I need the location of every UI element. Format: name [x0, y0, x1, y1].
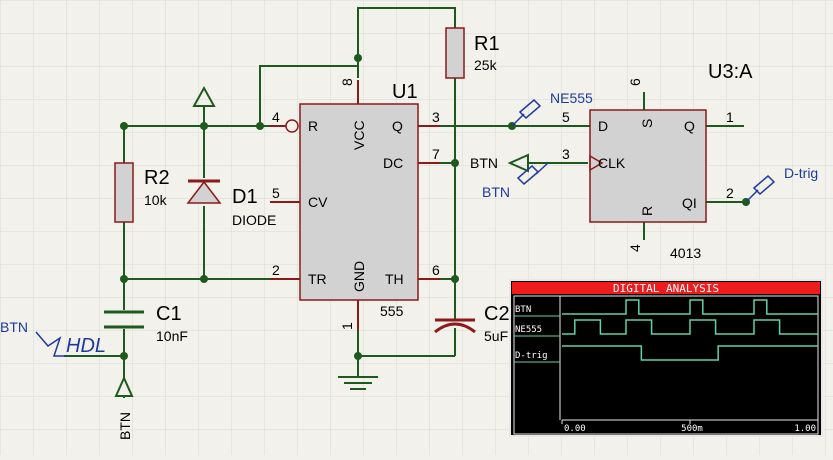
- u1-type: 555: [380, 303, 404, 319]
- probe-ne555[interactable]: NE555: [511, 90, 593, 127]
- u1-pin3-num: 3: [432, 109, 440, 125]
- trace-label: D-trig: [515, 351, 548, 361]
- r1-resistor[interactable]: R1 25k: [445, 27, 500, 79]
- u1-pin-label-cv: CV: [308, 194, 328, 210]
- probe-ne555-label: NE555: [550, 90, 593, 106]
- d1-ref: D1: [232, 186, 258, 208]
- u1-pin7-num: 7: [432, 146, 440, 162]
- graph-title: DIGITAL ANALYSIS: [613, 282, 719, 295]
- trace-d-trig: [562, 345, 818, 361]
- u1-pin2-num: 2: [272, 262, 280, 278]
- u1-pin-label-r: R: [308, 118, 318, 134]
- probe-arrow-icon: [752, 174, 776, 196]
- probe-arrow-icon: [516, 164, 540, 186]
- r1-ref: R1: [474, 33, 500, 55]
- u1-pin-label-dc: DC: [383, 155, 403, 171]
- hdl-generator-btn[interactable]: BTN HDL: [0, 319, 106, 357]
- input-terminal-icon: [507, 153, 529, 173]
- u1-pin5-num: 5: [272, 185, 280, 201]
- u3-pin1-num: 1: [726, 109, 734, 125]
- c1-value: 10nF: [156, 328, 188, 344]
- reset-inverter-bubble: [285, 119, 299, 133]
- btn-terminal-bottom[interactable]: BTN: [114, 375, 134, 440]
- u3-pin2-num: 2: [726, 185, 734, 201]
- probe-dtrig[interactable]: D-trig: [745, 165, 818, 203]
- c2-capacitor[interactable]: C2 5uF: [434, 303, 510, 344]
- u1-pin-label-vcc: VCC: [351, 120, 367, 150]
- u1-555-timer[interactable]: U1 555 4 5 2 3 7 6 8 1 R CV TR Q DC TH V…: [270, 78, 440, 330]
- u3-pin6-num: 6: [627, 78, 643, 86]
- u3-pin5-num: 5: [562, 109, 570, 125]
- trace-label: BTN: [515, 305, 531, 315]
- btn-bottom-label: BTN: [117, 412, 133, 440]
- u3-pin-label-d: D: [598, 118, 608, 134]
- u3-pin-label-qi: QI: [682, 195, 697, 211]
- u3-pin-label-clk: CLK: [598, 155, 626, 171]
- u1-pin4-num: 4: [272, 109, 280, 125]
- u3-ref: U3:A: [708, 61, 753, 83]
- x-tick-label: 500m: [681, 424, 703, 434]
- trace-label: NE555: [515, 325, 542, 335]
- r2-resistor[interactable]: R2 10k: [114, 162, 170, 223]
- r1-value: 25k: [474, 57, 498, 73]
- generator-icon: [35, 331, 66, 357]
- d1-top-terminal-icon: [192, 85, 216, 107]
- generator-type-label: HDL: [66, 335, 106, 357]
- u3-pin-label-q: Q: [684, 118, 695, 134]
- trace-ne555: [562, 319, 818, 335]
- btn-terminal-right[interactable]: BTN BTN: [470, 153, 549, 200]
- u3-type: 4013: [670, 245, 701, 261]
- u1-pin6-num: 6: [432, 262, 440, 278]
- x-tick-label: 0.00: [564, 424, 586, 434]
- u3-pin-label-r: R: [639, 206, 655, 216]
- u3-4013-flipflop[interactable]: U3:A 4013 5 3 1 2 6 4 D CLK Q QI S R: [562, 61, 753, 261]
- x-axis-ticks: 0.00 500m 1.00: [561, 419, 819, 434]
- c1-capacitor[interactable]: C1 10nF: [104, 303, 188, 344]
- btn-terminal-label: BTN: [470, 155, 498, 171]
- d1-diode[interactable]: D1 DIODE: [186, 179, 276, 228]
- clk-edge-icon: [589, 154, 604, 172]
- c2-ref: C2: [484, 303, 510, 325]
- ground-symbol: [338, 376, 378, 390]
- r2-ref: R2: [144, 167, 170, 189]
- u1-pin-label-q: Q: [392, 118, 403, 134]
- u1-pin1-num: 1: [339, 322, 355, 330]
- u3-pin3-num: 3: [562, 146, 570, 162]
- trace-btn: [562, 299, 818, 315]
- junction-dots: [120, 54, 750, 360]
- u1-pin-label-th: TH: [385, 271, 404, 287]
- probe-dtrig-label: D-trig: [784, 165, 818, 181]
- u3-pin4-num: 4: [627, 244, 643, 252]
- u1-pin8-num: 8: [339, 78, 355, 86]
- c2-value: 5uF: [484, 328, 508, 344]
- u3-pin-label-s: S: [639, 119, 655, 128]
- generator-name-label: BTN: [0, 319, 28, 335]
- probe-btn-label: BTN: [482, 184, 510, 200]
- u1-pin-label-tr: TR: [308, 271, 327, 287]
- u1-pin-label-gnd: GND: [351, 261, 367, 292]
- c1-ref: C1: [156, 303, 182, 325]
- r2-value: 10k: [144, 192, 168, 208]
- probe-arrow-icon: [518, 98, 542, 120]
- x-tick-label: 1.00: [794, 424, 816, 434]
- d1-value: DIODE: [232, 212, 276, 228]
- graph-titlebar: [512, 282, 820, 294]
- u1-ref: U1: [392, 81, 418, 103]
